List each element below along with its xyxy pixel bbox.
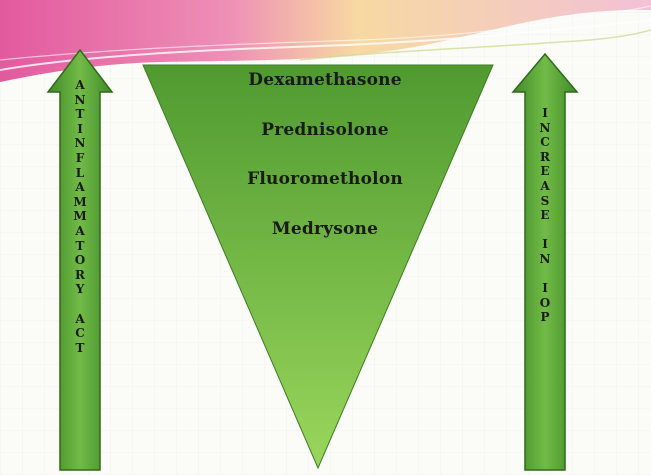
drug-label-medrysone: Medrysone bbox=[180, 219, 470, 239]
drug-label-fluorometholon: Fluorometholon bbox=[180, 169, 470, 189]
left-arrow-label: A N T I N F L A M M A T O R Y A C T bbox=[65, 78, 95, 355]
drug-label-dexamethasone: Dexamethasone bbox=[180, 70, 470, 90]
drug-label-prednisolone: Prednisolone bbox=[180, 120, 470, 140]
right-arrow-label: I N C R E A S E I N I O P bbox=[530, 106, 560, 325]
